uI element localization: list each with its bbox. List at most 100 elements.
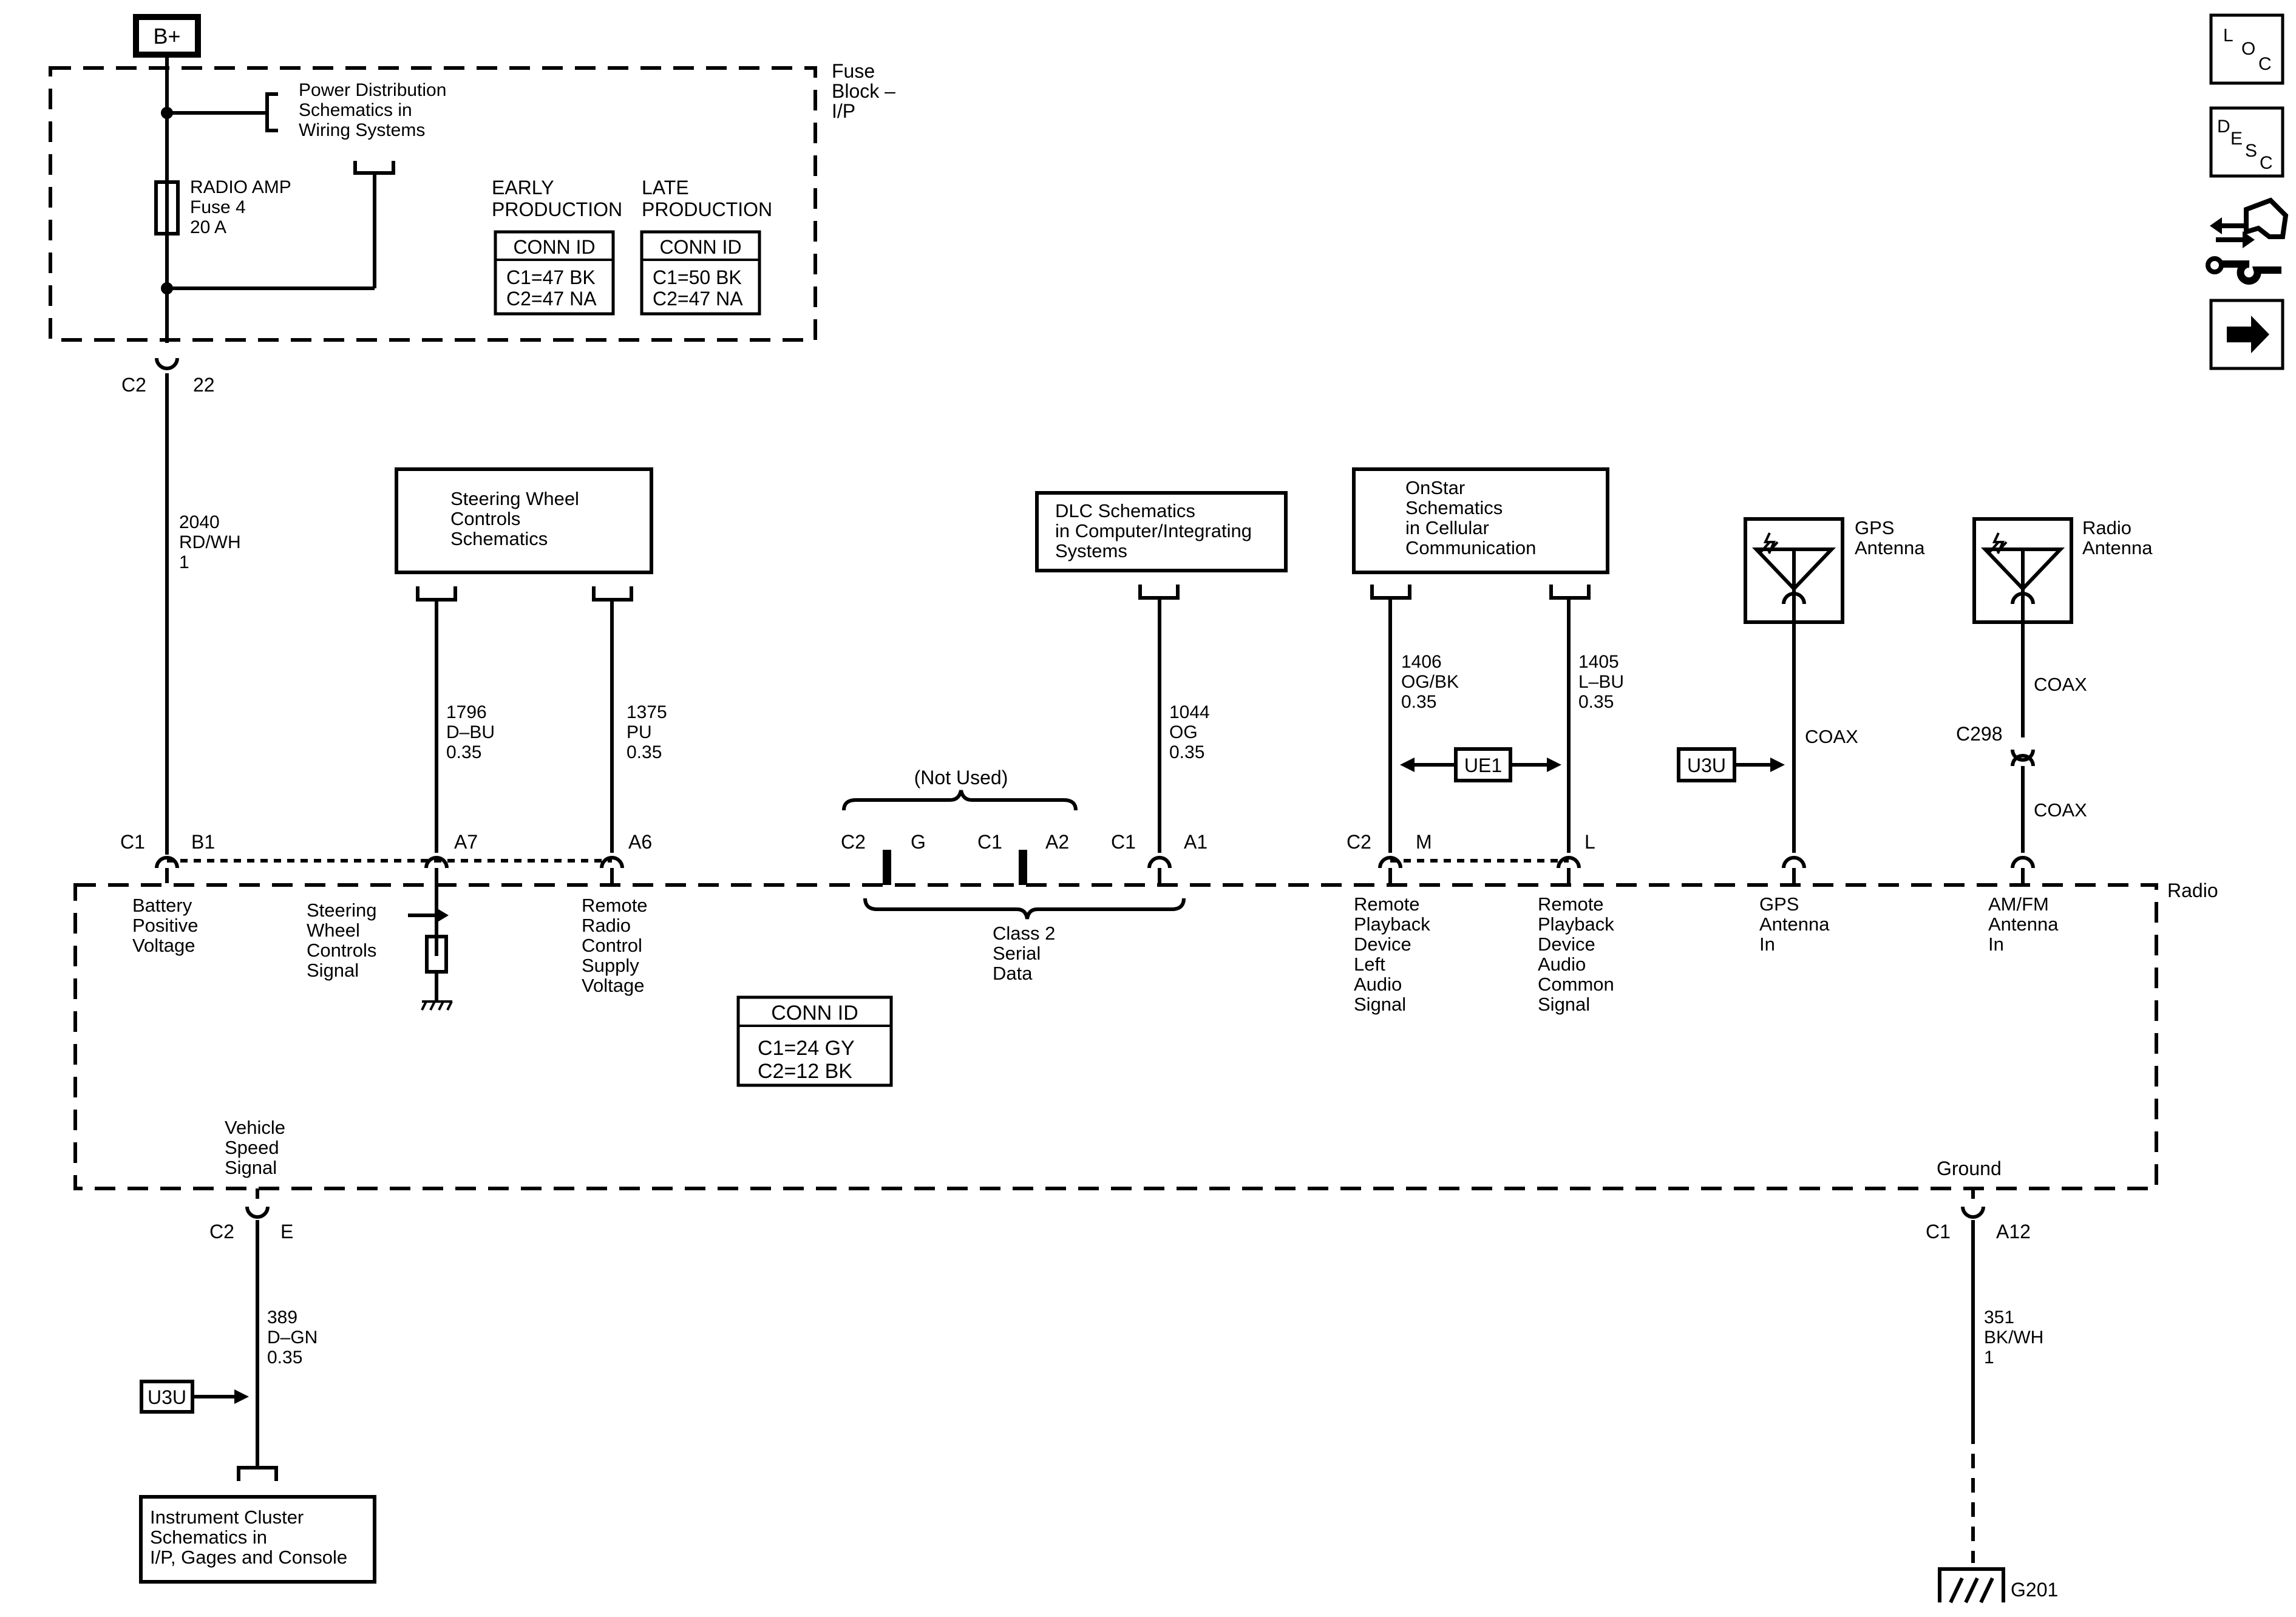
pin-c1-a2-conn: C1 [977,831,1002,853]
connector-tool-icon [2206,197,2289,285]
pin-l [1557,856,1581,869]
late-conn-id-title: CONN ID [659,236,741,258]
remote-supply-label: Remote Radio Control Supply Voltage [582,895,653,996]
ground-g201-label: G201 [2011,1579,2058,1601]
onstar-ref-box [1352,467,1609,574]
onstar-ref-label: OnStar Schematics in Cellular Communicat… [1405,477,1536,558]
dlc-ref-box [1035,491,1288,572]
radio-conn-id-table [736,995,893,1087]
b-plus-label: B+ [153,24,180,49]
option-ue1-box [1454,747,1512,782]
pin-a6 [600,856,624,869]
pin-c1-b1-conn: C1 [120,831,145,853]
fuse-symbol [154,180,180,236]
class2-label: Class 2 Serial Data [993,923,1061,984]
pin-c1-a1-pin: A1 [1184,831,1207,853]
not-used-label: (Not Used) [914,767,1008,788]
pin-amfm [2011,856,2035,869]
pin-l-label: L [1584,831,1595,853]
radio-antenna-icon [1980,532,2065,622]
early-conn-id-lines: C1=47 BK C2=47 NA [506,266,601,310]
pin-a7-label: A7 [454,831,478,853]
radio-label: Radio [2167,880,2218,901]
wire-1375-label: 1375 PU 0.35 [627,702,672,762]
connector-c2-e-pin: E [280,1221,293,1242]
power-dist-ref: Power Distribution Schematics in Wiring … [299,80,452,140]
early-conn-id-title: CONN ID [513,236,595,258]
connector-c1-a12-pin: A12 [1996,1221,2031,1242]
connector-c2-e-conn: C2 [209,1221,234,1242]
pin-c2-m-conn: C2 [1347,831,1371,853]
gps-coax-label: COAX [1805,726,1858,747]
amfm-in-label: AM/FM Antenna In [1988,893,2063,955]
next-button[interactable] [2209,299,2284,370]
pin-c2-g-pin: G [911,831,926,853]
ground-label: Ground [1937,1158,2002,1179]
wire-2040-label: 2040 RD/WH 1 [179,512,246,572]
pin-c1-a1-conn: C1 [1111,831,1136,853]
connector-c298-top [2011,749,2035,762]
pin-m [1378,856,1402,869]
fuse-block-label: Fuse Block – I/P [832,60,901,122]
connector-tool-button[interactable] [2206,197,2289,285]
wire-351-label: 351 BK/WH 1 [1984,1307,2049,1368]
pin-a2-stub [1019,850,1027,885]
pin-g-stub [883,850,891,885]
late-conn-id-lines: C1=50 BK C2=47 NA [653,266,747,310]
early-production-heading: EARLY PRODUCTION [492,177,622,220]
wire-1796-label: 1796 D–BU 0.35 [446,702,500,762]
instrument-cluster-ref-label: Instrument Cluster Schematics in I/P, Ga… [150,1507,347,1568]
steering-wheel-ref-box [395,467,653,574]
instrument-cluster-ref-box [139,1495,376,1584]
radio-coax-upper-label: COAX [2034,674,2087,695]
remote-common-label: Remote Playback Device Audio Common Sign… [1538,893,1619,1015]
option-u3u-vss-label: U3U [148,1386,186,1408]
radio-outline [73,883,2158,1190]
wire-1405-label: 1405 L–BU 0.35 [1578,652,1629,712]
chassis-ground-icon [1938,1567,2005,1604]
loc-icon: L O C [2223,25,2272,74]
late-production-heading: LATE PRODUCTION [642,177,772,220]
fuse-label: RADIO AMP Fuse 4 20 A [190,177,296,237]
radio-antenna-label: Radio Antenna [2082,517,2153,558]
connector-22-label: 22 [193,374,215,396]
option-ue1-label: UE1 [1464,754,1502,776]
gps-antenna-label: GPS Antenna [1855,517,1925,558]
class2-brace [863,898,1186,920]
pin-a7 [424,856,449,869]
pin-a6-label: A6 [628,831,652,853]
steering-wheel-ref-label: Steering Wheel Controls Schematics [450,488,585,549]
gps-in-label: GPS Antenna In [1759,893,1835,955]
connector-c1-a12 [1961,1206,1985,1219]
loc-button[interactable]: L O C [2209,13,2284,85]
pin-c1-a2-pin: A2 [1045,831,1069,853]
option-u3u-gps-label: U3U [1687,754,1726,776]
desc-button[interactable]: D E S C [2209,106,2284,178]
vss-label: Vehicle Speed Signal [225,1117,291,1178]
remote-left-label: Remote Playback Device Left Audio Signal [1354,893,1435,1015]
battery-positive-label: Battery Positive Voltage [132,895,203,956]
radio-conn-id-lines: C1=24 GY C2=12 BK [758,1037,860,1083]
pin-c1-b1-pin: B1 [191,831,215,853]
signal-ground-icon [421,1000,453,1011]
fuse-block-outline [49,66,817,342]
dlc-ref-label: DLC Schematics in Computer/Integrating S… [1055,500,1257,561]
not-used-brace [842,790,1078,811]
wire-1044-label: 1044 OG 0.35 [1169,702,1215,762]
connector-c2-e [245,1206,270,1219]
wire-389-label: 389 D–GN 0.35 [267,1307,323,1368]
radio-coax-lower-label: COAX [2034,799,2087,821]
connector-c298-label: C298 [1956,723,2003,745]
next-arrow-icon [2227,316,2269,353]
pin-c2-g-conn: C2 [841,831,866,853]
connector-c298-bottom [2011,754,2035,767]
desc-icon: D E S C [2217,117,2273,173]
radio-conn-id-title: CONN ID [771,1002,858,1025]
gps-antenna-icon [1751,532,1836,622]
early-conn-id-table [494,230,615,316]
wire-1406-label: 1406 OG/BK 0.35 [1401,652,1464,712]
connector-c2-22 [155,358,179,370]
pin-gps [1782,856,1806,869]
pin-c2-m-pin: M [1416,831,1432,853]
